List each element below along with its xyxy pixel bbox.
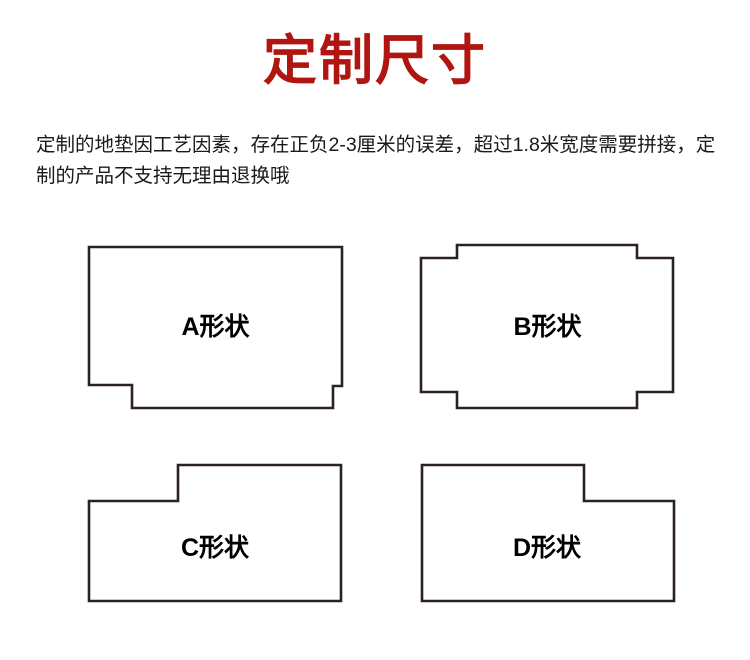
shape-option-b-label: B形状	[513, 313, 582, 341]
shape-option-d-label: D形状	[512, 534, 582, 562]
shape-option-b-diagram[interactable]	[412, 238, 684, 418]
disclaimer-text: 定制的地垫因工艺因素，存在正负2-3厘米的误差，超过1.8米宽度需要拼接，定制的…	[36, 134, 716, 187]
shape-option-c-label: C形状	[180, 534, 250, 562]
shape-c-outline	[87, 463, 343, 603]
shape-d-outline	[420, 463, 676, 603]
shape-a-outline	[87, 245, 344, 410]
shape-option-a-label: A形状	[181, 313, 250, 341]
shape-b-outline	[419, 243, 675, 410]
shape-option-c-diagram[interactable]	[80, 456, 352, 612]
shape-option-a-diagram[interactable]	[80, 238, 352, 418]
shape-option-d-diagram[interactable]	[412, 456, 684, 612]
page-title: 定制尺寸	[263, 31, 487, 91]
